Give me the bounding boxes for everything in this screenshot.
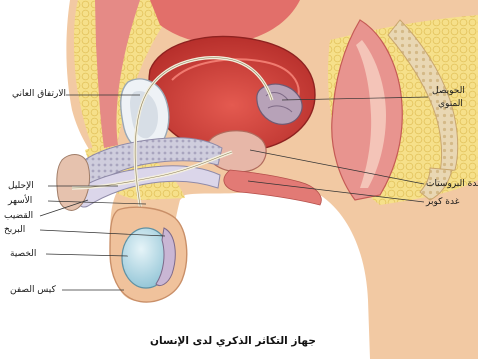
label-prostate: غدة البروستات xyxy=(426,179,478,190)
label-seminal-vesicle-line2: المنوي xyxy=(438,99,463,110)
label-penis: القضيب xyxy=(4,211,33,222)
label-vas-deferens: الأسهر xyxy=(8,196,32,207)
label-scrotum: كيس الصفن xyxy=(10,285,56,296)
label-pubic-symphysis: الارتفاق العاني xyxy=(12,89,66,100)
label-seminal-vesicle-line1: الحويصل xyxy=(432,86,465,97)
label-testis: الخصية xyxy=(10,249,36,260)
figure-caption: جهاز التكاثر الذكري لدى الإنسان xyxy=(150,335,316,347)
label-urethra: الإحليل xyxy=(8,181,34,192)
label-epididymis: البربخ xyxy=(4,225,25,236)
label-cowper: غدة كوبر xyxy=(426,197,459,208)
